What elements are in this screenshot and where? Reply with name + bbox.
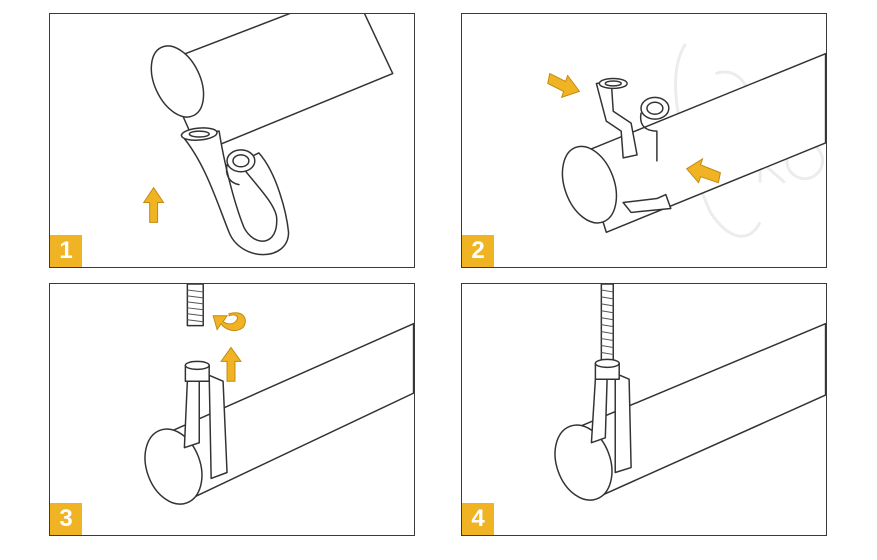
step-number-badge: 1 (50, 235, 82, 267)
threaded-rod (600, 284, 614, 367)
step-2-illustration (547, 42, 826, 238)
hanger-eye-top (180, 127, 218, 141)
threaded-rod (186, 284, 204, 327)
loop-hanger (183, 374, 201, 449)
step-number-badge: 3 (50, 503, 82, 535)
loop-hanger (595, 80, 638, 159)
hanger-eye-swivel (226, 149, 256, 173)
arrow-up-icon (142, 186, 165, 223)
hanger-eye-top (598, 77, 628, 90)
pipe-end (144, 428, 203, 505)
step-4-illustration (554, 284, 826, 501)
step-panel-2: 2 (461, 13, 827, 268)
step-number-badge: 2 (462, 235, 494, 267)
step-panel-1: 1 (49, 13, 415, 268)
rotate-arrow-icon (212, 312, 246, 332)
loop-hanger (590, 372, 609, 444)
step-panel-4: 4 (461, 283, 827, 536)
arrow-up-icon (220, 346, 242, 382)
pipe-end (150, 45, 205, 118)
hanger-bottom (622, 193, 672, 214)
hanger-eye-swivel (640, 96, 670, 120)
pipe (158, 14, 394, 154)
pipe-end (554, 424, 613, 501)
step-panel-3: 3 (49, 283, 415, 536)
pipe (166, 322, 414, 502)
step-3-illustration (144, 284, 414, 505)
arrow-left-icon (685, 157, 721, 184)
arrow-right-icon (547, 72, 581, 99)
step-number-badge: 4 (462, 503, 494, 535)
pipe-end (561, 145, 618, 224)
step-1-illustration (142, 14, 394, 256)
loop-hanger (180, 130, 290, 256)
